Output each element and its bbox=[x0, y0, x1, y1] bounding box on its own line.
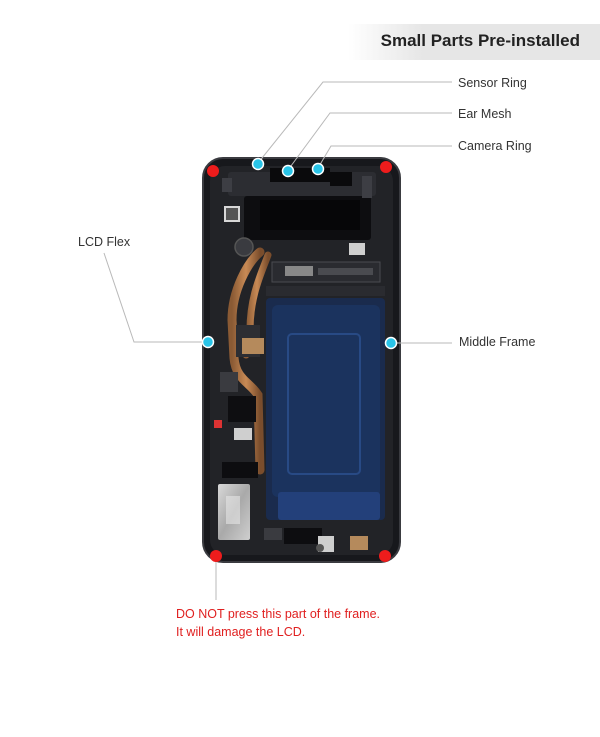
callout-dot bbox=[201, 335, 215, 349]
callout-dot bbox=[384, 336, 398, 350]
warning-dot bbox=[207, 165, 219, 177]
callout-dot-group bbox=[201, 157, 398, 350]
label-middle-frame: Middle Frame bbox=[459, 335, 536, 349]
warning-dot bbox=[379, 550, 391, 562]
callout-dot bbox=[251, 157, 265, 171]
warning-text: DO NOT press this part of the frame. It … bbox=[176, 605, 380, 641]
phone-frame-image bbox=[202, 157, 401, 563]
callout-dot bbox=[311, 162, 325, 176]
warning-dot-group bbox=[207, 161, 392, 562]
warning-dot bbox=[210, 550, 222, 562]
label-ear-mesh: Ear Mesh bbox=[458, 107, 512, 121]
warning-line-1: DO NOT press this part of the frame. bbox=[176, 607, 381, 621]
label-lcd-flex: LCD Flex bbox=[78, 235, 131, 249]
label-sensor-ring: Sensor Ring bbox=[458, 76, 527, 90]
callout-dot bbox=[281, 164, 295, 178]
warning-line-2: It will damage the LCD. bbox=[176, 625, 306, 639]
header-banner bbox=[348, 24, 600, 60]
label-camera-ring: Camera Ring bbox=[458, 139, 532, 153]
header-title: Small Parts Pre-installed bbox=[380, 31, 580, 50]
leader-lines bbox=[103, 81, 452, 600]
warning-dot bbox=[380, 161, 392, 173]
